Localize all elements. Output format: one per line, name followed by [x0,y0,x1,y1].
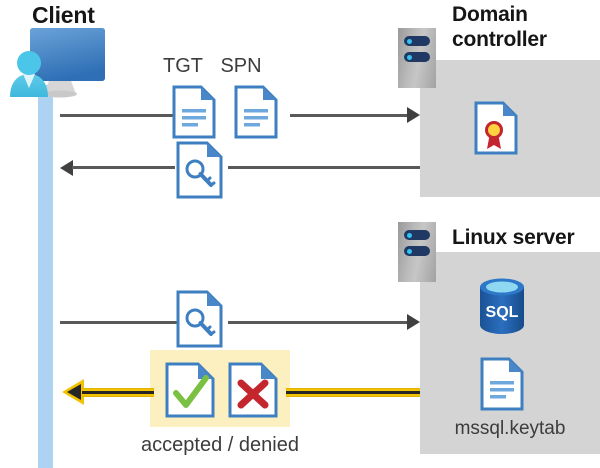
client-label: Client [32,2,95,28]
accepted-document-check-icon [165,362,217,418]
arrowhead-to-client-1 [60,160,73,176]
connector-result-b [286,388,420,397]
present-ticket-document-key-icon [176,290,224,348]
connector-client-to-linux-b [228,321,408,324]
spn-label: SPN [220,55,262,77]
connector-client-to-dc-1a [60,114,175,117]
domain-controller-label: Domain controller [452,2,600,52]
domain-controller-label-line2: controller [452,28,547,51]
user-monitor-icon [8,26,112,98]
keytab-filename-label: mssql.keytab [454,418,566,439]
result-caption: accepted / denied [141,434,299,456]
tgt-label: TGT [163,55,203,77]
linux-server-label: Linux server [452,226,575,249]
denied-document-cross-icon [228,362,280,418]
client-lifeline [38,85,53,468]
sql-database-icon: SQL [477,277,527,335]
connector-dc-to-client-a [72,166,175,169]
domain-controller-server-icon [398,28,436,88]
linux-server-server-icon [398,222,436,282]
arrowhead-to-linux-server [407,314,420,330]
connector-client-to-dc-1b [290,114,408,117]
document-certificate-icon [474,101,518,155]
svg-text:SQL: SQL [486,304,519,321]
connector-result-a [82,388,154,397]
service-ticket-document-key-icon [176,141,224,199]
connector-dc-to-client-b [228,166,420,169]
connector-client-to-linux-a [60,321,177,324]
tgt-document-icon [172,85,216,139]
domain-controller-label-line1: Domain [452,3,528,26]
spn-document-icon [234,85,278,139]
keytab-document-icon [480,357,524,411]
arrowhead-to-domain-controller [407,107,420,123]
